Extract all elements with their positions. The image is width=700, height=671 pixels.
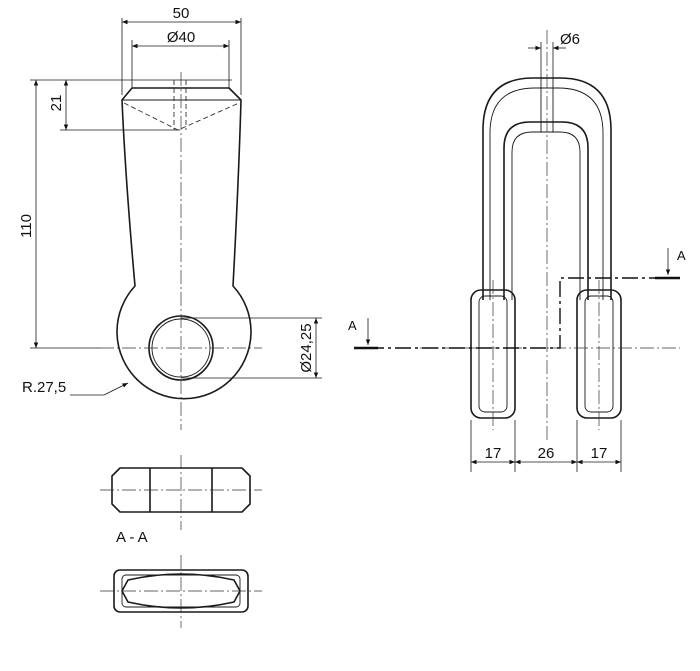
section-view-label: A - A — [116, 529, 148, 546]
label-top-width: 50 — [173, 5, 190, 22]
label-radius: R.27,5 — [22, 379, 66, 396]
section-view-shank — [100, 555, 262, 628]
dimension-top-width: 50 — [121, 5, 242, 95]
label-head-height: 21 — [48, 95, 65, 112]
label-prong-right: 17 — [591, 445, 608, 462]
label-gap: 26 — [538, 445, 555, 462]
section-marker-right: A — [677, 248, 686, 263]
dimension-head-height: 21 — [48, 79, 232, 131]
cutting-plane: A A — [348, 248, 686, 350]
label-hole-diameter: Ø24,25 — [298, 323, 315, 372]
dimension-length: 110 — [18, 79, 100, 349]
label-top-diameter: Ø40 — [167, 29, 195, 46]
dimension-prongs: 17 26 17 — [470, 420, 622, 472]
label-pin-diameter: Ø6 — [560, 31, 580, 48]
dimension-hole-diameter: Ø24,25 — [181, 317, 322, 379]
dimension-radius: R.27,5 — [22, 379, 129, 396]
dimension-pin-diameter: Ø6 — [528, 31, 580, 78]
dimension-top-diameter: Ø40 — [131, 29, 230, 88]
section-marker-left: A — [348, 318, 357, 333]
front-view — [100, 72, 262, 430]
section-view-eye — [100, 455, 262, 530]
label-prong-left: 17 — [485, 445, 502, 462]
label-length: 110 — [18, 214, 35, 238]
side-view-fork — [420, 30, 680, 440]
